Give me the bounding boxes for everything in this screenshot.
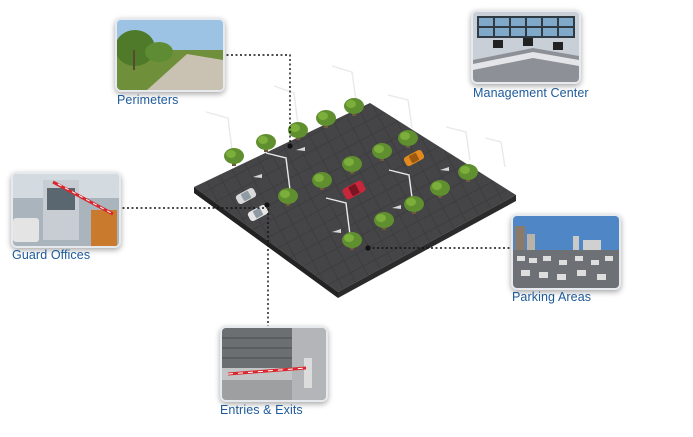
connector-dots: [264, 143, 371, 251]
guard-offices-label: Guard Offices: [12, 248, 91, 262]
entries-exits-label: Entries & Exits: [220, 403, 303, 417]
connector-perimeters: [222, 54, 291, 146]
trees: [224, 98, 478, 250]
barrier-gate-photo: [220, 326, 328, 402]
lamp-posts: [205, 65, 506, 236]
perimeter-road-photo: [115, 18, 225, 92]
lot-surface: [194, 103, 516, 292]
control-room-photo: [471, 10, 581, 84]
parking-lot-photo: [511, 214, 621, 290]
cars: [235, 149, 425, 222]
management-center-label: Management Center: [473, 86, 589, 100]
parking-areas-label: Parking Areas: [512, 290, 592, 304]
connector-lines: [118, 54, 513, 330]
guard-booth-photo: [11, 172, 121, 248]
perimeters-label: Perimeters: [117, 93, 179, 107]
